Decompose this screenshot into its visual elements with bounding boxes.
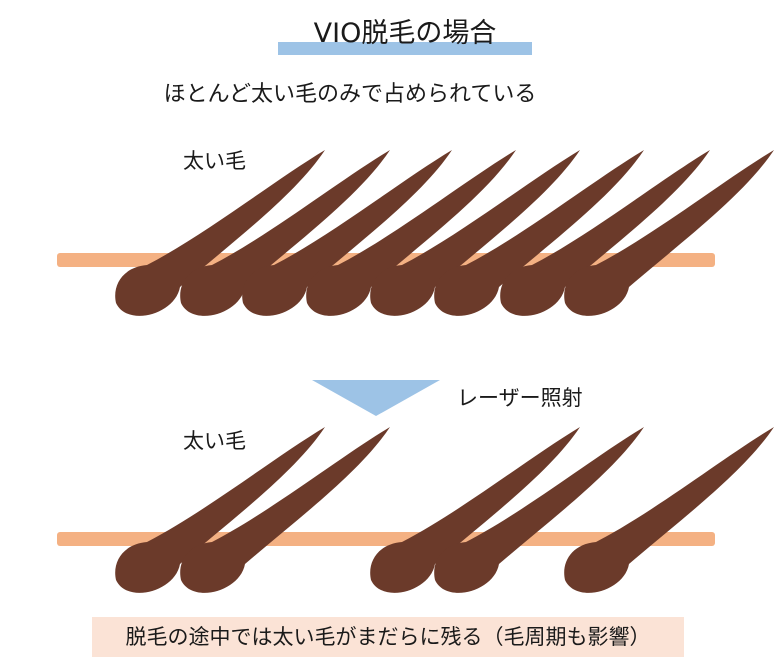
hair-5: [370, 150, 580, 316]
hair-2: [180, 427, 390, 593]
page-title: VIO脱毛の場合: [313, 18, 497, 49]
hair-3: [370, 427, 580, 593]
laser-label: レーザー照射: [457, 386, 583, 410]
hair-7: [500, 150, 710, 316]
title-highlight-bar: [278, 42, 532, 55]
hair-1: [115, 150, 326, 316]
hair-1: [115, 427, 326, 593]
hair-3: [242, 150, 452, 316]
hair-4: [434, 427, 644, 593]
top-hair-group: [115, 150, 774, 316]
hair-2: [180, 150, 390, 316]
down-triangle-arrow-icon: [312, 380, 440, 416]
footer-note-box: 脱毛の途中では太い毛がまだらに残る（毛周期も影響）: [92, 617, 684, 657]
title-block: VIO脱毛の場合: [278, 14, 532, 58]
hair-8: [564, 150, 774, 316]
hair-4: [306, 150, 516, 316]
bottom-hair-group: [115, 427, 774, 593]
top-hair-label: 太い毛: [183, 149, 246, 173]
bottom-hair-label: 太い毛: [183, 429, 246, 453]
hair-6: [434, 150, 644, 316]
footer-note: 脱毛の途中では太い毛がまだらに残る（毛周期も影響）: [125, 625, 651, 649]
subtitle: ほとんど太い毛のみで占められている: [163, 82, 537, 107]
hair-5: [564, 427, 774, 593]
